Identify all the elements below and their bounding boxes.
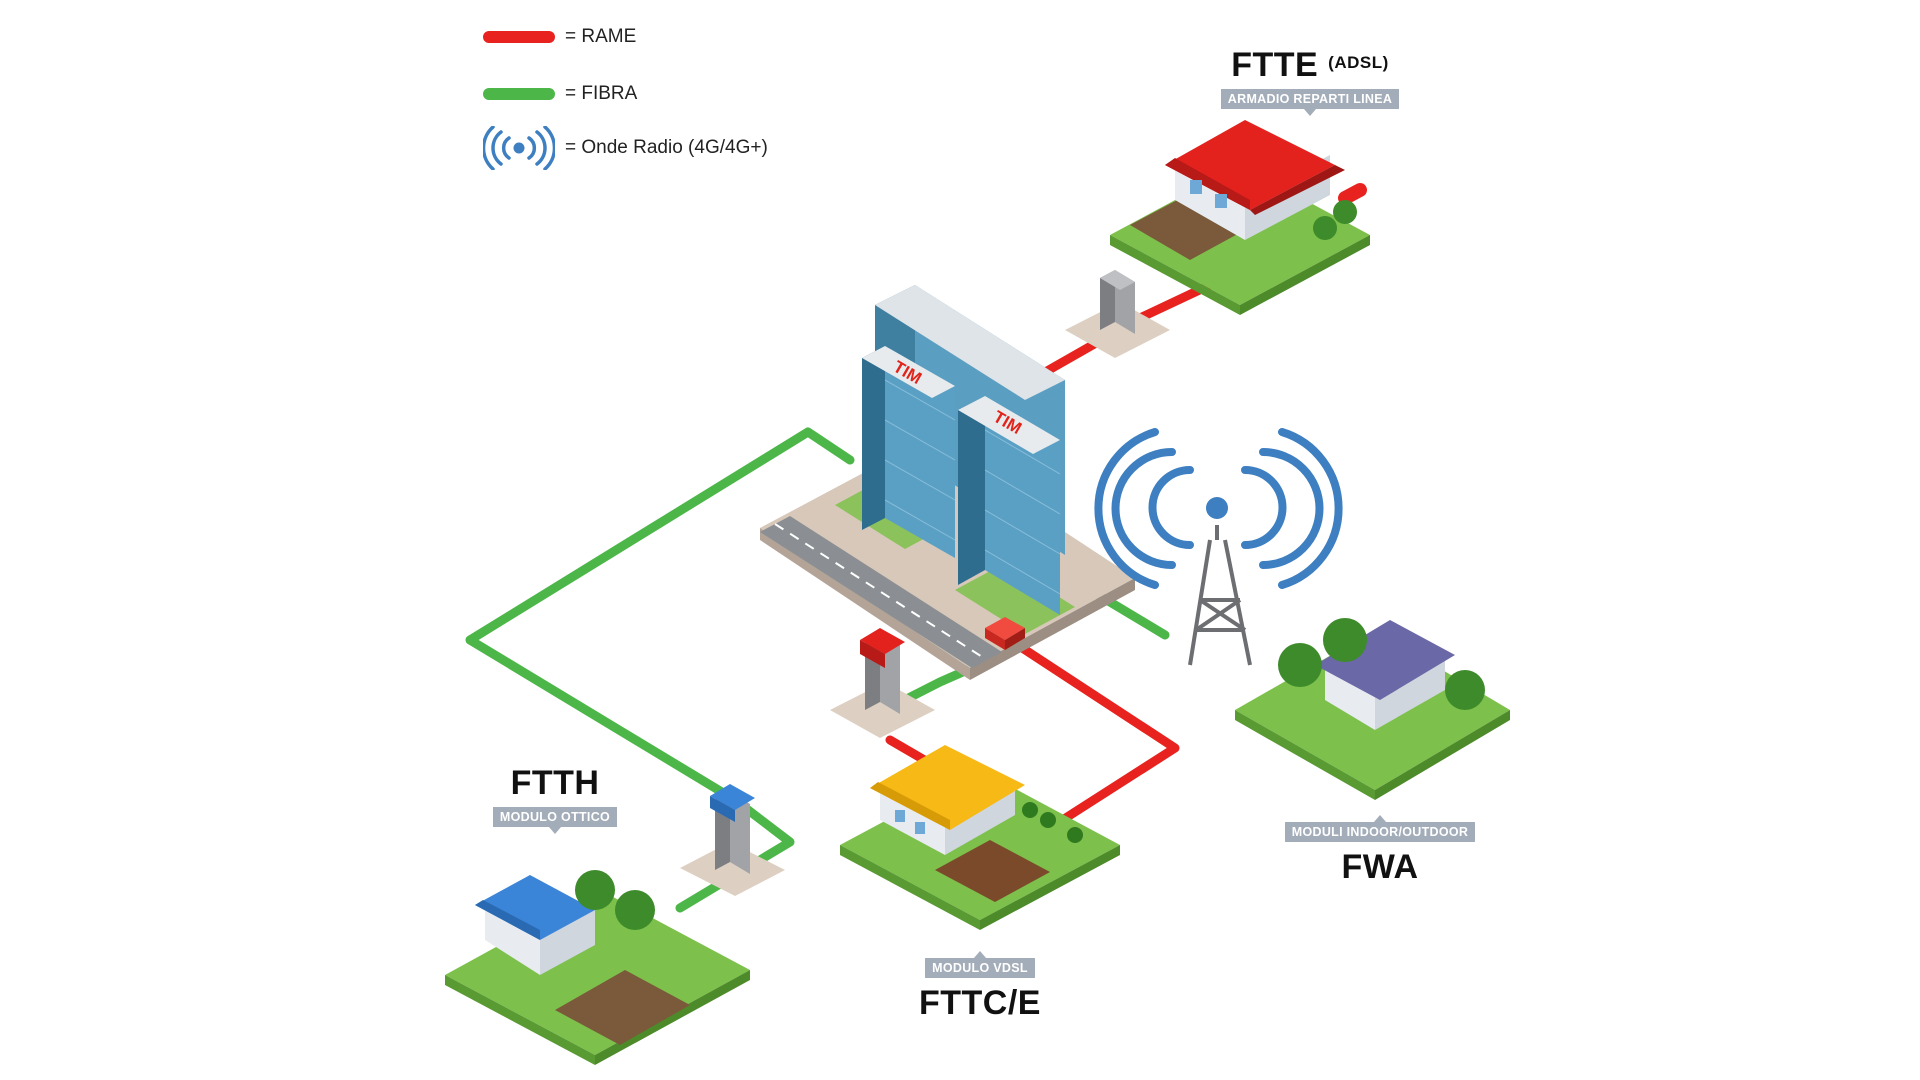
ftte-title: FTTE [1231, 46, 1319, 84]
fwa-label: MODULI INDOOR/OUTDOOR FWA [1280, 815, 1480, 887]
fttc-label: MODULO VDSL FTTC/E [910, 951, 1050, 1023]
fttc-cabinet [830, 628, 935, 738]
fwa-house [1235, 618, 1510, 800]
ftte-cabinet [1065, 270, 1170, 358]
radio-waves-icon [483, 126, 555, 170]
central-office: TIM TIM [760, 285, 1135, 680]
fwa-tower [1188, 525, 1252, 666]
ftth-label: FTTH MODULO OTTICO [485, 764, 625, 834]
ftte-tag: ARMADIO REPARTI LINEA [1220, 89, 1400, 116]
ftth-cabinet [680, 784, 785, 896]
radio-waves-icon [1094, 428, 1343, 589]
legend-radio: = Onde Radio (4G/4G+) [483, 126, 768, 170]
fiber-swatch [483, 88, 555, 100]
legend-fiber-label: = FIBRA [565, 83, 638, 104]
fwa-tag: MODULI INDOOR/OUTDOOR [1284, 815, 1476, 842]
fttc-house [840, 745, 1120, 930]
ftth-tag: MODULO OTTICO [492, 807, 618, 834]
copper-swatch [483, 31, 555, 43]
ftth-house [445, 870, 750, 1065]
fwa-title: FWA [1341, 848, 1419, 886]
copper-line-ftte-house [1338, 183, 1367, 205]
legend-copper-label: = RAME [565, 26, 637, 47]
ftte-house [1110, 120, 1370, 315]
ftte-label: FTTE (ADSL) ARMADIO REPARTI LINEA [1210, 46, 1410, 116]
legend-fiber: = FIBRA [483, 83, 637, 105]
fiber-line-ftth [465, 427, 855, 913]
legend-radio-label: = Onde Radio (4G/4G+) [565, 137, 768, 158]
ftte-subtitle: (ADSL) [1328, 53, 1389, 72]
fttc-tag: MODULO VDSL [925, 951, 1035, 978]
ftth-title: FTTH [510, 764, 600, 802]
copper-line-fttc-house [1005, 635, 1180, 833]
legend-copper: = RAME [483, 26, 636, 48]
fttc-title: FTTC/E [919, 984, 1041, 1022]
